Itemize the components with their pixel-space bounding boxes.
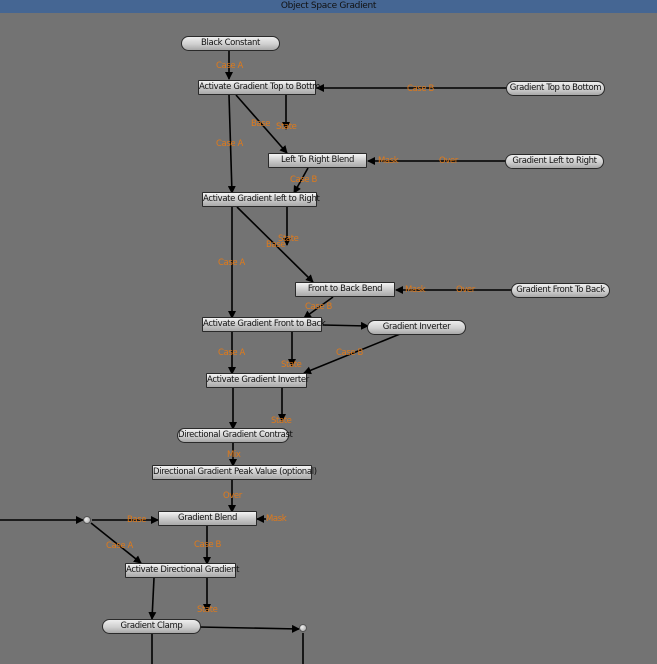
pin-label-base: Base [127, 515, 147, 525]
edge-inverter-to-activate-inv [303, 333, 401, 375]
edge-lrblend-to-activate-lr [293, 167, 309, 194]
pin-label-mask: Mask [266, 514, 287, 524]
pin-label-case-a: Case A [218, 348, 245, 358]
edge-layer [0, 44, 514, 664]
node-gradient-left-to-right[interactable]: Gradient Left to Right [505, 154, 604, 169]
node-gradient-blend[interactable]: Gradient Blend [158, 511, 257, 526]
reroute-dot-bottom[interactable] [299, 624, 307, 632]
node-left-to-right-blend[interactable]: Left To Right Blend [268, 153, 367, 168]
pin-label-case-a: Case A [106, 541, 133, 551]
pin-label-case-a: Case A [218, 258, 245, 268]
reroute-dot-left[interactable] [83, 516, 91, 524]
node-gradient-top-to-bottom[interactable]: Gradient Top to Bottom [506, 81, 605, 96]
pin-label-case-b: Case B [336, 348, 363, 358]
node-graph-canvas[interactable]: Black Constant Activate Gradient Top to … [0, 13, 657, 664]
pin-label-over: Over [456, 285, 475, 295]
node-gradient-clamp[interactable]: Gradient Clamp [102, 619, 201, 634]
pin-label-case-b: Case B [407, 84, 434, 94]
pin-label-over: Over [439, 156, 458, 166]
pin-label-state: State [271, 416, 292, 426]
pin-label-case-b: Case B [194, 540, 221, 550]
node-activate-directional-gradient[interactable]: Activate Directional Gradient [125, 563, 239, 578]
edge-activate-tb-to-activate-lr [227, 94, 236, 194]
pin-label-case-b: Case B [305, 302, 332, 312]
node-directional-gradient-peak-value[interactable]: Directional Gradient Peak Value (optiona… [152, 465, 317, 480]
pin-label-mask: Mask [405, 285, 426, 295]
node-directional-gradient-contrast[interactable]: Directional Gradient Contrast [177, 428, 293, 443]
node-front-to-back-blend[interactable]: Front to Back Bend [295, 282, 395, 297]
edge-activate-dir-to-clamp [148, 577, 157, 620]
edge-activate-lr-to-fbblend [236, 206, 314, 283]
edge-activate-fb-to-inverter [322, 321, 369, 330]
edge-dot-to-activate-dir [90, 522, 142, 564]
pin-label-mix: Mix [227, 450, 241, 460]
node-activate-gradient-top-to-bottom[interactable]: Activate Gradient Top to Bottm [198, 80, 320, 95]
pin-label-state: State [276, 122, 297, 132]
node-black-constant[interactable]: Black Constant [181, 36, 280, 51]
pin-label-state: State [197, 605, 218, 615]
pin-label-state: State [278, 234, 299, 244]
node-gradient-front-to-back[interactable]: Gradient Front To Back [511, 283, 610, 298]
node-activate-gradient-front-to-back[interactable]: Activate Gradient Front to Back [202, 317, 326, 332]
window-title: Object Space Gradient [0, 0, 657, 13]
node-activate-gradient-left-to-right[interactable]: Activate Gradient left to Right [202, 192, 320, 207]
pin-label-case-b: Case B [290, 175, 317, 185]
pin-label-state: State [281, 360, 302, 370]
edge-activate-tb-to-lrblend [235, 94, 288, 154]
pin-label-base: Base [251, 119, 271, 129]
pin-label-base: Base [266, 240, 286, 250]
node-gradient-inverter[interactable]: Gradient Inverter [367, 320, 466, 335]
edge-fbblend-to-activate-fb [303, 296, 334, 319]
node-activate-gradient-inverter[interactable]: Activate Gradient Inverter [206, 373, 309, 388]
pin-label-case-a: Case A [216, 139, 243, 149]
edge-clamp-to-dot [198, 624, 300, 633]
pin-label-mask: Mask [378, 156, 399, 166]
pin-label-case-a: Case A [216, 61, 243, 71]
pin-label-over: Over [223, 491, 242, 501]
